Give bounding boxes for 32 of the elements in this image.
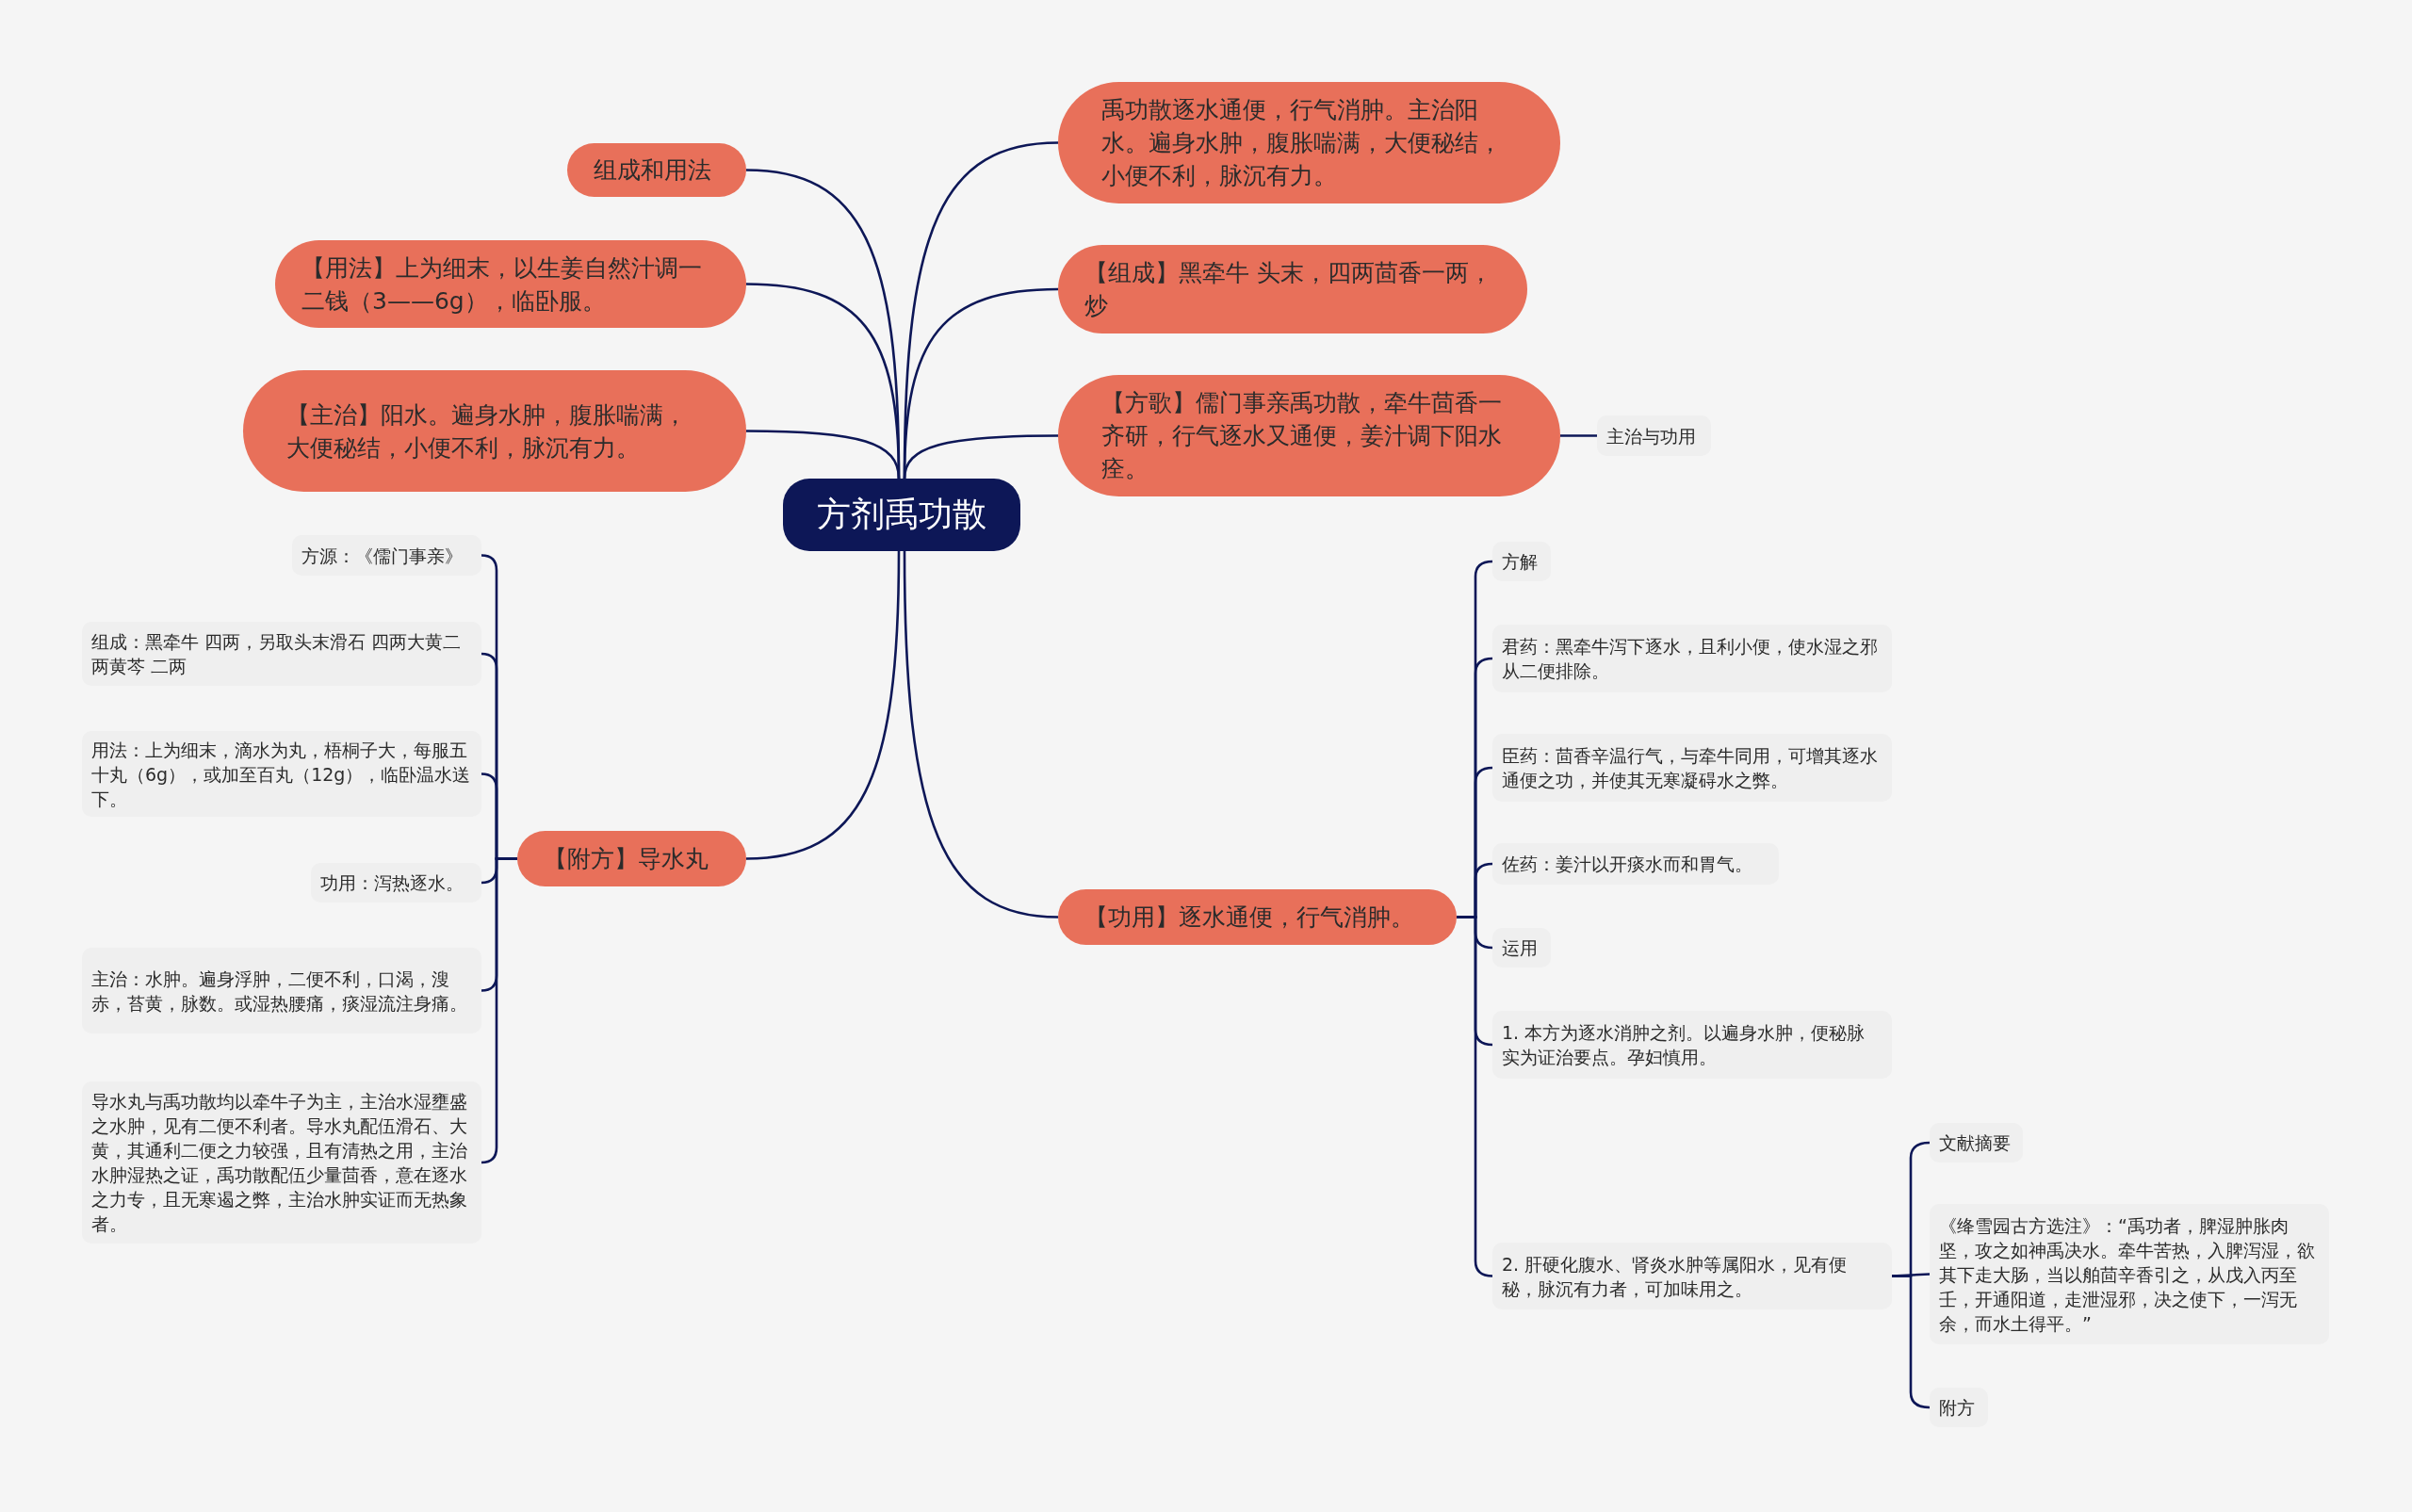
note-box: 方解 [1492, 542, 1551, 581]
note-box: 导水丸与禹功散均以牵牛子为主，主治水湿壅盛之水肿，见有二便不利者。导水丸配伍滑石、大黄，其通利二便之力较强，且有清热之用，主治水肿湿热之证，禹功散配伍少量茴香，意在逐水之力专，且无寒遏之弊，主治水肿实证而无热象者。 [82, 1081, 481, 1244]
root-topic-pill: 方剂禹功散 [783, 479, 1020, 551]
topic-pill: 【组成】黑牵牛 头末，四两茴香一两，炒 [1058, 245, 1527, 333]
note-box: 《绛雪园古方选注》：“禹功者，脾湿肿胀肉坚，攻之如神禹决水。牵牛苦热，入脾泻湿，欲其下走大肠，当以舶茴辛香引之，从戊入丙至壬，开通阳道，走泄湿邪，决之使下，一泻无余，而水土得平。” [1930, 1204, 2329, 1344]
note-box: 臣药：茴香辛温行气，与牵牛同用，可增其逐水通便之功，并使其无寒凝碍水之弊。 [1492, 734, 1892, 802]
note-box: 君药：黑牵牛泻下逐水，且利小便，使水湿之邪从二便排除。 [1492, 625, 1892, 692]
note-box: 附方 [1930, 1388, 1988, 1427]
connector-line [745, 550, 901, 860]
topic-pill: 【主治】阳水。遍身水肿，腹胀喘满，大便秘结，小便不利，脉沉有力。 [243, 370, 746, 492]
note-box: 2. 肝硬化腹水、肾炎水肿等属阳水，见有便秘，脉沉有力者，可加味用之。 [1492, 1243, 1892, 1309]
topic-pill: 【方歌】儒门事亲禹功散，牵牛茴香一齐研，行气逐水又通便，姜汁调下阳水痊。 [1058, 375, 1560, 496]
topic-pill: 【附方】导水丸 [517, 831, 746, 886]
note-box: 1. 本方为逐水消肿之剂。以遍身水肿，便秘脉实为证治要点。孕妇慎用。 [1492, 1011, 1892, 1079]
topic-pill: 【功用】逐水通便，行气消肿。 [1058, 889, 1457, 945]
note-box: 方源：《儒门事亲》 [292, 535, 481, 576]
note-box: 文献摘要 [1930, 1123, 2023, 1162]
topic-pill: 禹功散逐水通便，行气消肿。主治阳水。遍身水肿，腹胀喘满，大便秘结，小便不利，脉沉有力。 [1058, 82, 1560, 203]
note-box: 功用：泻热逐水。 [311, 863, 481, 902]
connector-line [903, 551, 1059, 919]
connector-line [903, 434, 1058, 480]
note-box: 组成：黑牵牛 四两，另取头末滑石 四两大黄二两黄芩 二两 [82, 622, 481, 686]
note-box: 主治：水肿。遍身浮肿，二便不利，口渴，溲赤，苔黄，脉数。或湿热腰痛，痰湿流注身痛。 [82, 948, 481, 1033]
note-box: 用法：上为细末，滴水为丸，梧桐子大，每服五十丸（6g），或加至百丸（12g），临卧温水送下。 [82, 731, 481, 817]
connector-line [1457, 916, 1493, 1277]
note-box: 佐药：姜汁以开痰水而和胃气。 [1492, 843, 1779, 885]
connector-line [746, 430, 901, 480]
connector-line [1560, 434, 1597, 437]
note-box: 主治与功用 [1597, 415, 1711, 456]
note-box: 运用 [1492, 928, 1551, 967]
topic-pill: 【用法】上为细末，以生姜自然汁调一二钱（3——6g），临卧服。 [275, 240, 746, 328]
topic-pill: 组成和用法 [567, 143, 746, 197]
